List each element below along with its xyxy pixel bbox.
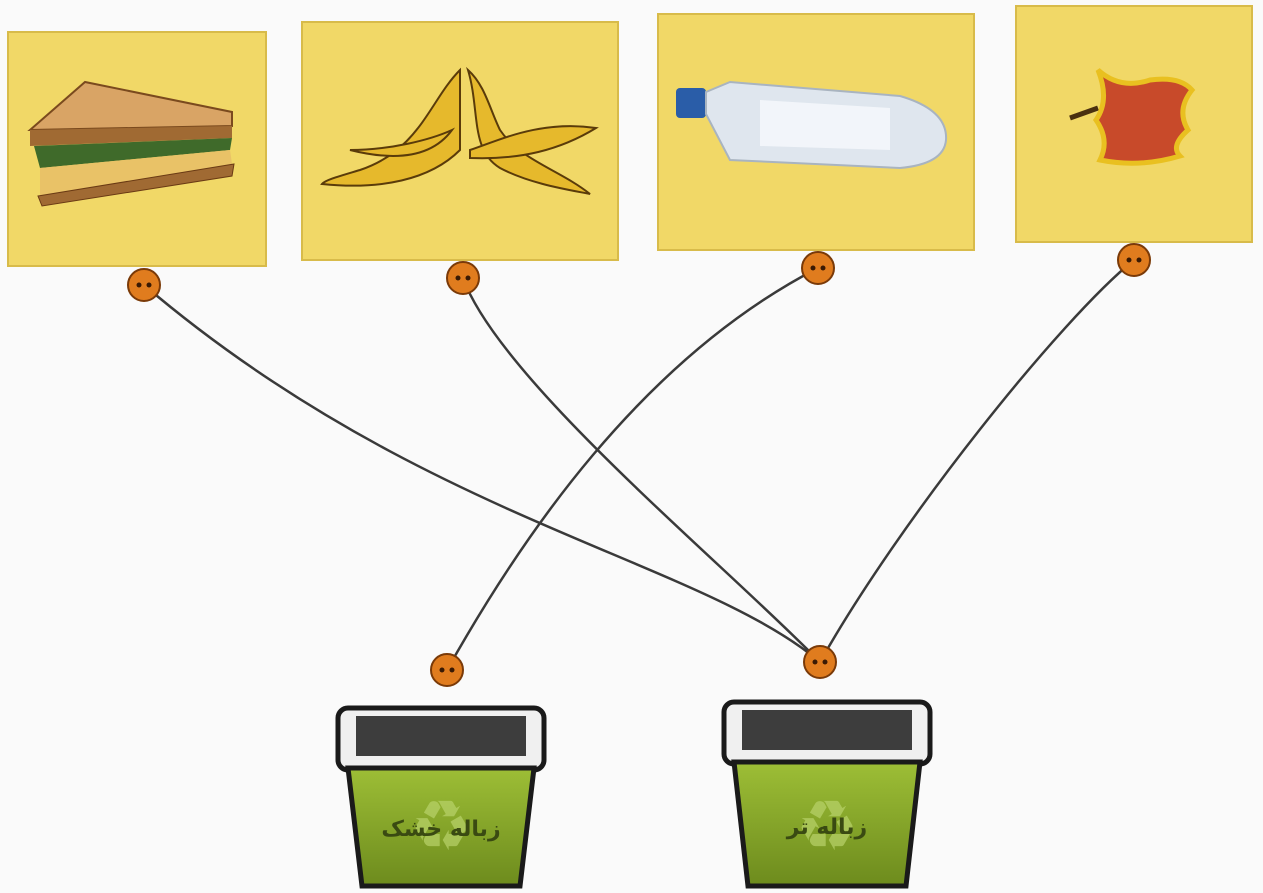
item-card-sandwich[interactable] <box>8 32 266 266</box>
item-connector-dot[interactable] <box>1118 244 1150 276</box>
connection-line <box>820 260 1134 662</box>
bin-connector-dot[interactable] <box>804 646 836 678</box>
bin-opening <box>742 710 912 750</box>
connection-lines <box>144 260 1134 670</box>
connection-line <box>447 268 818 670</box>
item-card-plastic-bottle[interactable] <box>658 14 974 250</box>
bin-dry-waste[interactable]: ♻ زباله خشک <box>338 708 544 886</box>
item-card-apple-core[interactable] <box>1016 6 1252 242</box>
item-connector-dot[interactable] <box>447 262 479 294</box>
item-connector-dot[interactable] <box>128 269 160 301</box>
bin-label: زباله تر <box>786 815 867 840</box>
item-connector-dot[interactable] <box>802 252 834 284</box>
item-card-banana-peel[interactable] <box>302 22 618 260</box>
bin-wet-waste[interactable]: ♻ زباله تر <box>724 702 930 886</box>
connection-line <box>144 285 820 662</box>
bin-opening <box>356 716 526 756</box>
bin-label: زباله خشک <box>381 817 500 842</box>
connection-line <box>463 278 820 662</box>
connection-dots <box>128 244 1150 686</box>
bin-connector-dot[interactable] <box>431 654 463 686</box>
